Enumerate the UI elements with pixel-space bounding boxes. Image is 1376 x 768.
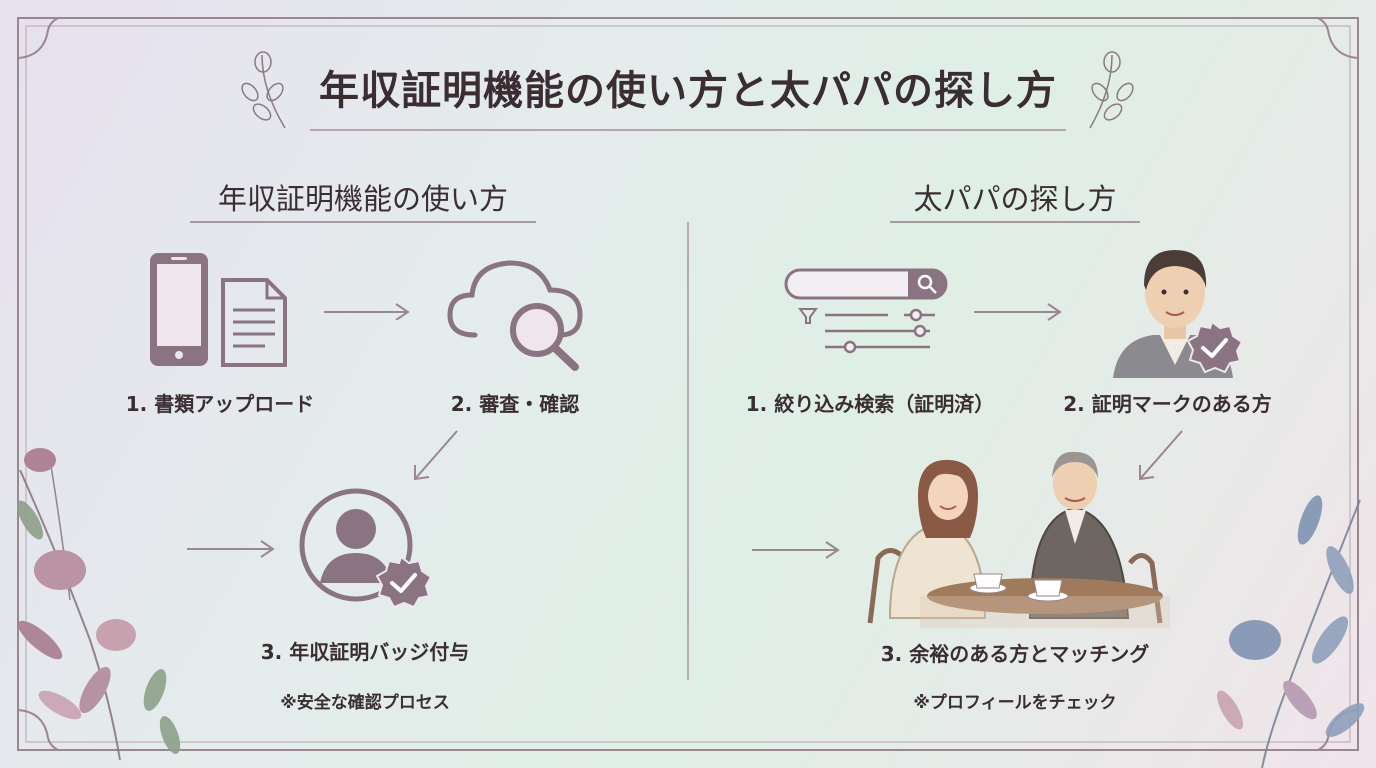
check-badge-icon xyxy=(375,555,433,609)
left-section-heading: 年収証明機能の使い方 xyxy=(217,182,508,216)
filter-icon xyxy=(798,308,935,354)
arrow-down-left-1 xyxy=(414,430,458,481)
right-step-1-label: 1. 絞り込み検索（証明済） xyxy=(745,392,995,416)
search-bar-icon xyxy=(784,268,948,300)
phone-icon xyxy=(150,253,208,366)
right-step-2-label: 2. 証明マークのある方 xyxy=(1063,392,1272,416)
right-step-3-label: 3. 余裕のある方とマッチング xyxy=(880,642,1150,666)
cloud-search-icon xyxy=(447,260,583,371)
right-note: ※プロフィールをチェック xyxy=(913,693,1117,713)
section-divider xyxy=(687,222,689,680)
user-verified-icon xyxy=(299,488,433,609)
arrow-right-2 xyxy=(187,540,275,558)
phone-document-icon xyxy=(150,253,287,367)
left-step-3-label: 3. 年収証明バッジ付与 xyxy=(260,640,470,664)
floral-decoration-left xyxy=(17,448,181,761)
arrow-right-3 xyxy=(974,303,1062,321)
man-portrait-icon xyxy=(1113,250,1243,378)
left-note: ※安全な確認プロセス xyxy=(280,693,450,713)
document-icon xyxy=(221,278,287,367)
arrow-right-1 xyxy=(324,303,410,320)
left-heading-underline xyxy=(190,221,536,223)
search-filter-icon xyxy=(784,268,948,354)
left-step-1-label: 1. 書類アップロード xyxy=(125,392,315,416)
title-sprig-right xyxy=(1089,51,1134,129)
title-underline xyxy=(310,129,1066,131)
right-section-heading: 太パパの探し方 xyxy=(913,182,1117,216)
floral-decoration-right xyxy=(1217,495,1365,768)
title-sprig-left xyxy=(241,51,286,129)
arrow-right-4 xyxy=(752,541,840,559)
page-title: 年収証明機能の使い方と太パパの探し方 xyxy=(319,67,1057,114)
left-step-2-label: 2. 審査・確認 xyxy=(450,392,580,416)
arrow-down-left-2 xyxy=(1139,430,1183,481)
check-badge-icon xyxy=(1186,320,1243,374)
couple-cafe-illustration xyxy=(867,451,1170,628)
right-heading-underline xyxy=(890,221,1140,223)
